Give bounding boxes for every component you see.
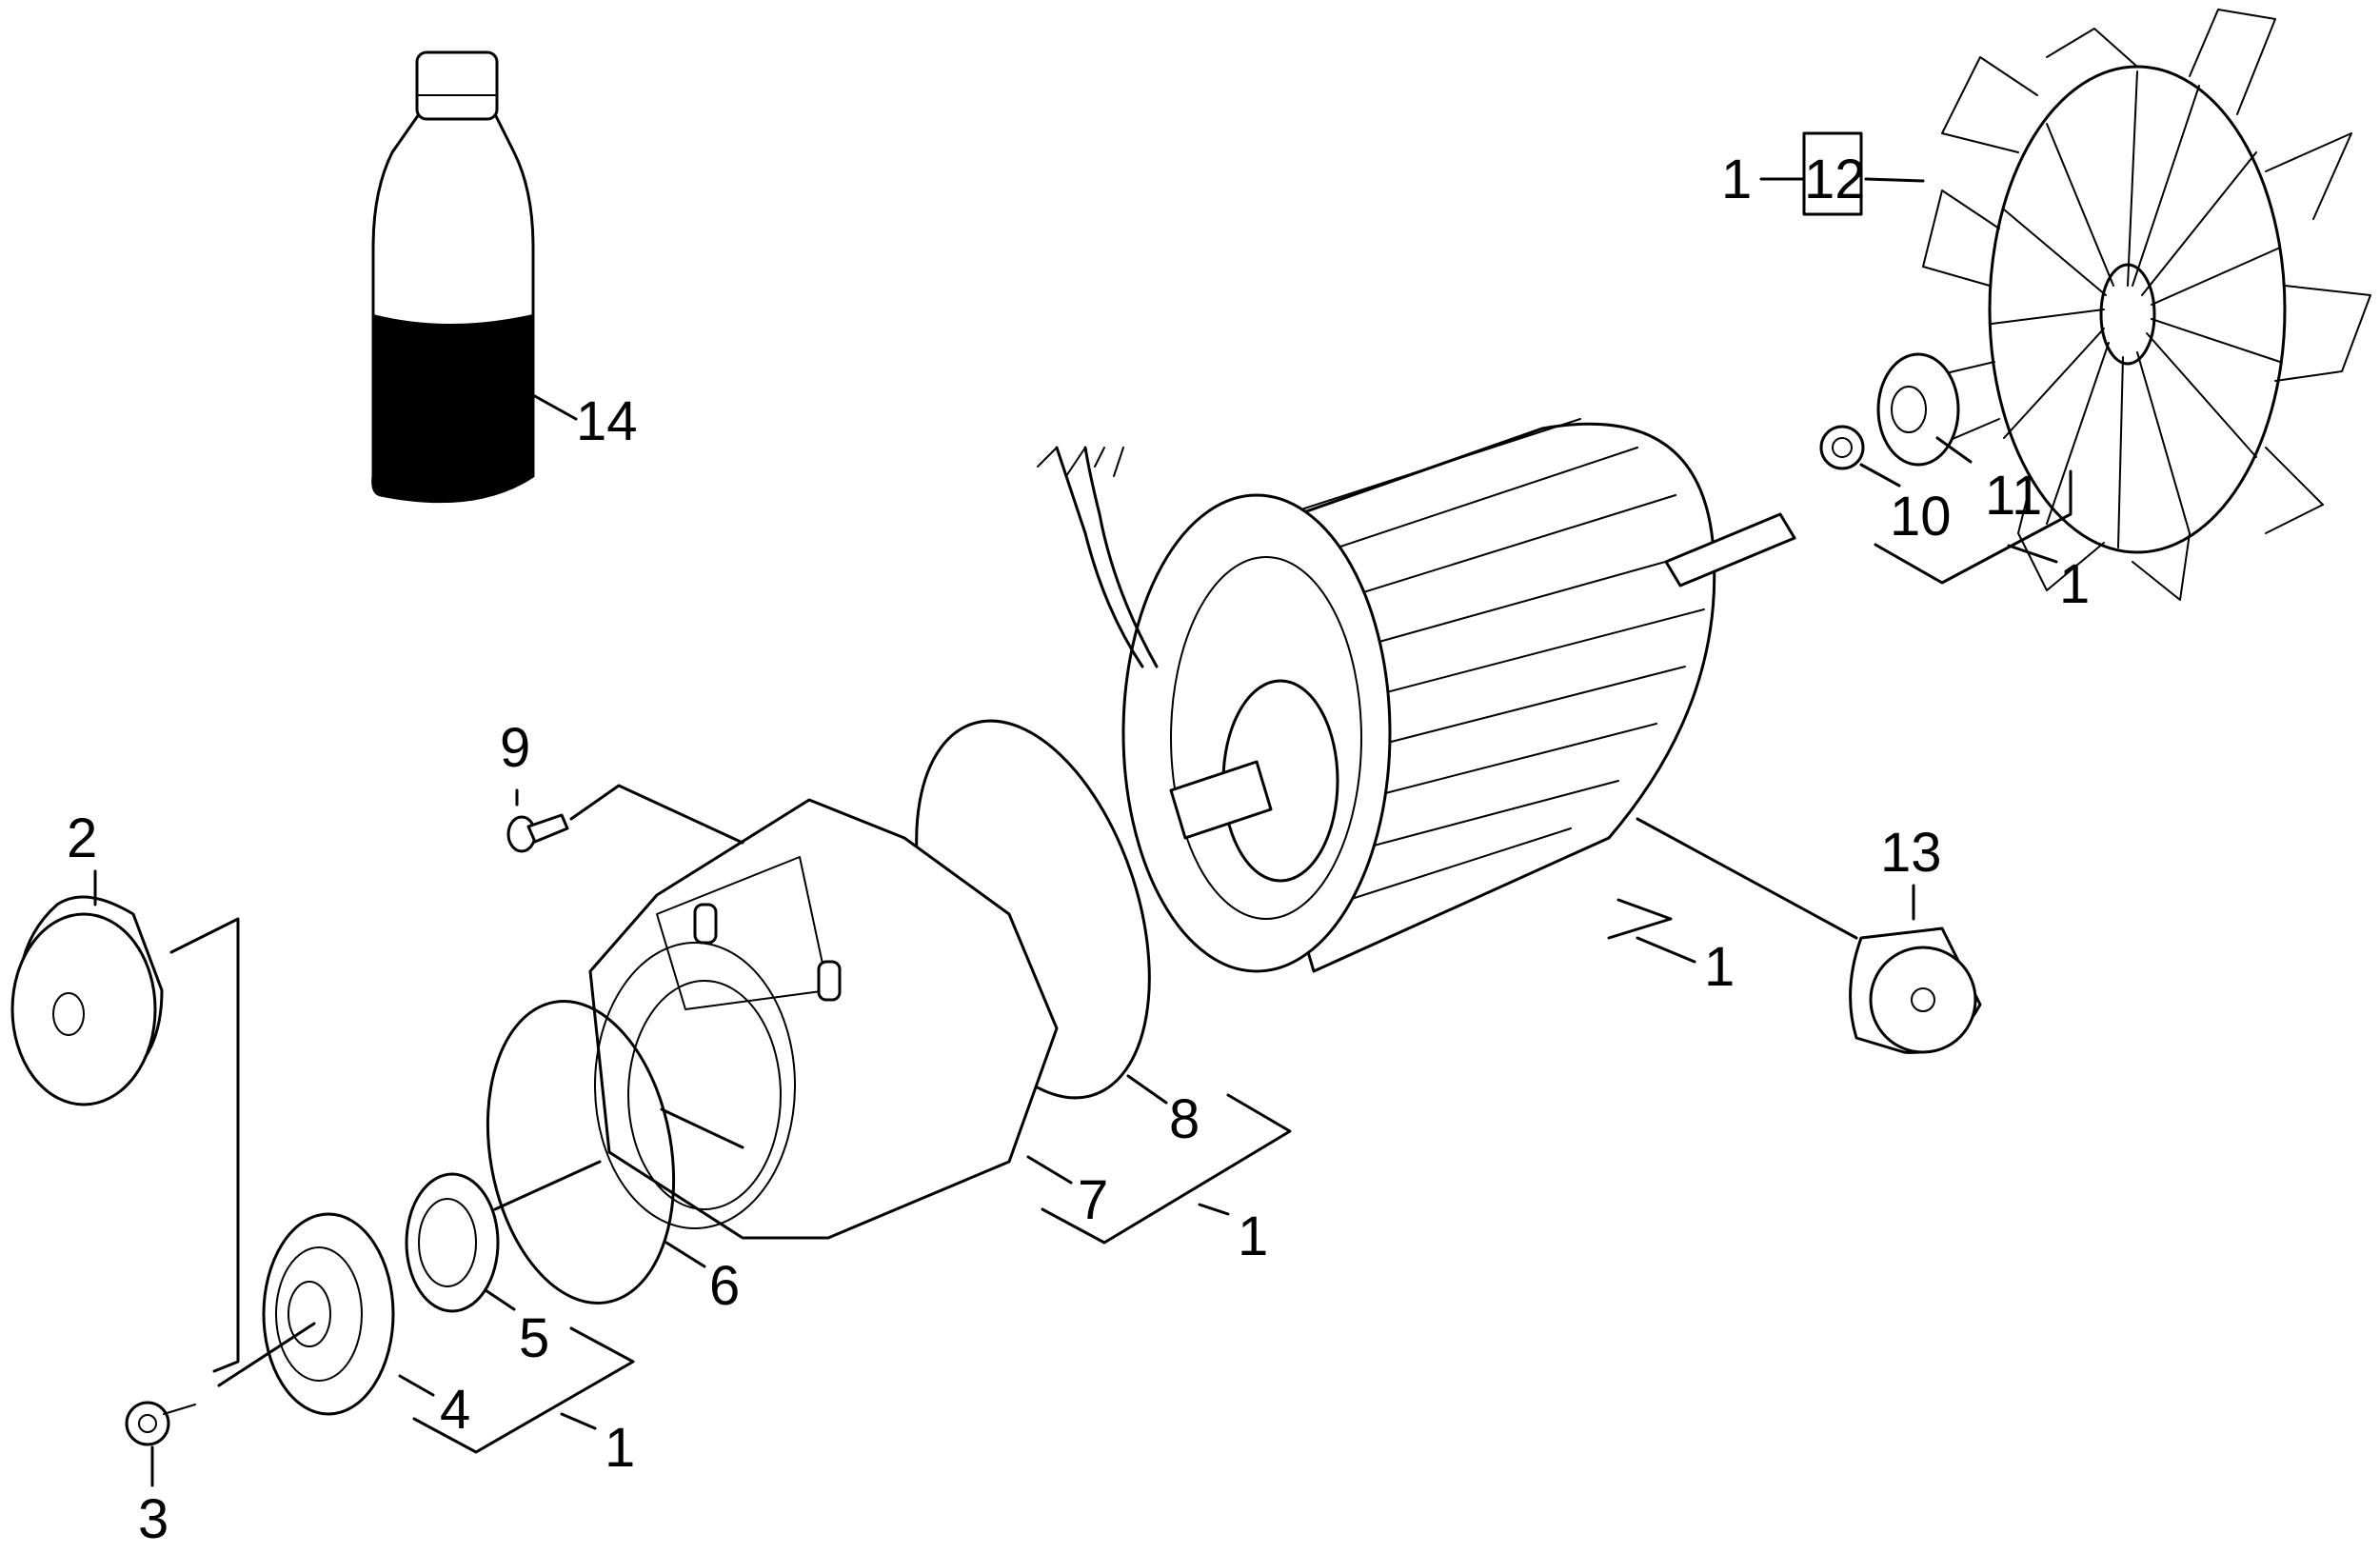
callout-14: 14 xyxy=(576,390,638,452)
callout-1-housing: 1 xyxy=(1238,1205,1268,1267)
callout-13: 13 xyxy=(1880,822,1942,884)
pump-housing xyxy=(588,798,1059,1240)
callout-7: 7 xyxy=(1078,1169,1108,1231)
callout-9: 9 xyxy=(500,717,530,779)
callout-5: 5 xyxy=(519,1307,549,1369)
fan xyxy=(1913,9,2371,601)
callout-12: 12 xyxy=(1804,149,1866,210)
fan-bearing xyxy=(1876,352,1960,467)
nut xyxy=(1819,425,1865,470)
callout-1-fan-bearing: 1 xyxy=(2059,553,2090,615)
screw-9 xyxy=(506,813,569,853)
end-cap xyxy=(10,895,164,1106)
capacitor xyxy=(1849,926,1982,1054)
callout-11: 11 xyxy=(1985,465,2042,527)
screw-3 xyxy=(125,1401,196,1446)
shaft-seal xyxy=(405,1172,500,1313)
callout-1-fan: 1 xyxy=(1721,149,1752,210)
callout-2: 2 xyxy=(67,807,97,869)
oil-bottle xyxy=(371,50,535,504)
leader-lines xyxy=(93,131,2073,1487)
callout-6: 6 xyxy=(709,1255,740,1317)
callout-labels: 1 12 14 10 11 1 9 2 13 1 8 7 1 6 5 4 1 3 xyxy=(67,149,2090,1550)
motor xyxy=(1037,418,1796,973)
callout-4: 4 xyxy=(440,1379,470,1441)
callout-1-motor: 1 xyxy=(1704,936,1735,998)
ball-bearing xyxy=(262,1212,395,1416)
callout-10: 10 xyxy=(1890,486,1952,548)
callout-1-bearing: 1 xyxy=(605,1417,635,1479)
small-o-ring xyxy=(486,1000,676,1305)
callout-8: 8 xyxy=(1169,1088,1200,1150)
callout-3: 3 xyxy=(138,1488,169,1550)
